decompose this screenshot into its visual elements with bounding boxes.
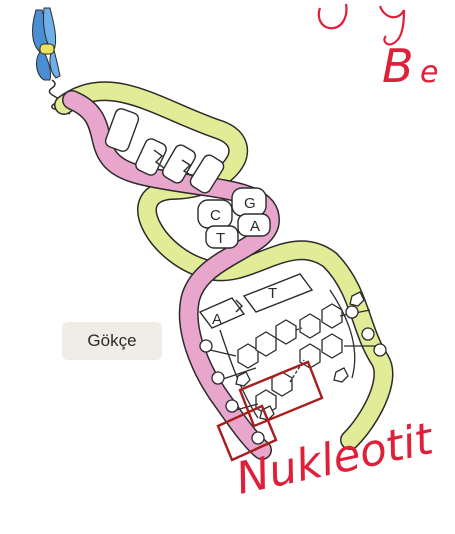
base-pairs-at: A T (200, 274, 312, 328)
partial-word-e: e (420, 55, 438, 90)
partial-word-b: B (382, 39, 414, 93)
nucleotide-annotation: Nukleotit (232, 413, 439, 505)
base-c-label: C (210, 207, 221, 224)
base-g-label: G (244, 195, 256, 212)
base-a-lower-label: A (212, 311, 222, 328)
base-t-lower-label: T (268, 285, 277, 302)
chromosome-icon (33, 8, 60, 80)
base-t-label: T (216, 230, 225, 247)
name-label-text: Gökçe (87, 331, 136, 351)
base-a-label: A (250, 218, 260, 235)
name-label: Gökçe (62, 322, 162, 360)
